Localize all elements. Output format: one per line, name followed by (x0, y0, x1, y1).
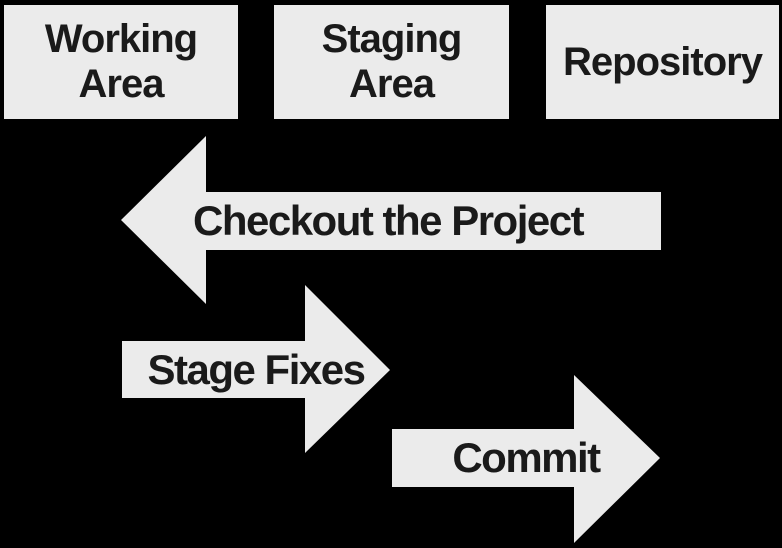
checkout-arrow-label: Checkout the Project (193, 197, 585, 244)
staging-area-label-line2: Area (349, 62, 435, 106)
repository-box: Repository (546, 5, 779, 119)
staging-area-box: Staging Area (274, 5, 509, 119)
working-area-label-line2: Area (78, 62, 165, 106)
stage-fixes-arrow-label: Stage Fixes (147, 345, 366, 393)
commit-right-arrow-shape (392, 375, 660, 543)
working-area-box: Working Area (4, 5, 238, 119)
staging-area-label-line1: Staging (321, 17, 463, 61)
repository-label-line1: Repository (563, 39, 763, 84)
working-area-label-line1: Working (44, 17, 198, 61)
checkout-left-arrow-shape (121, 136, 661, 304)
stage-fixes-right-arrow-shape (122, 285, 390, 453)
commit-arrow-label: Commit (452, 434, 601, 481)
